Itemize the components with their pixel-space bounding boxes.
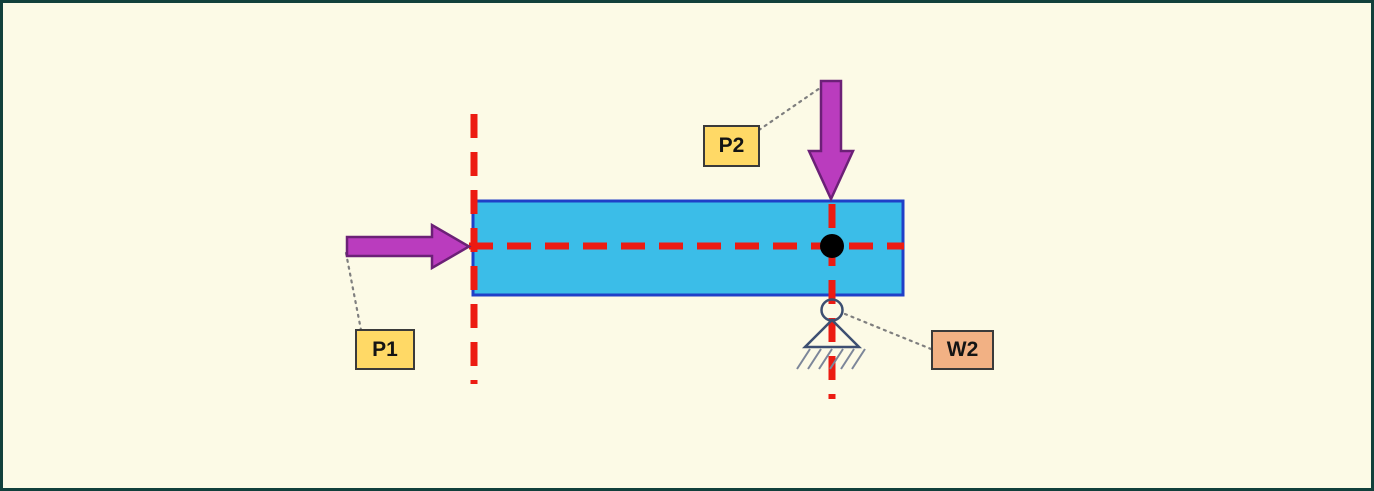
- support-hatching: [796, 348, 866, 370]
- label-p1: P1: [355, 329, 415, 370]
- beam-diagram: [344, 79, 933, 399]
- force-arrow-p2: [807, 79, 855, 203]
- label-w2: W2: [931, 330, 994, 370]
- p2-connector-line: [757, 86, 822, 132]
- w2-connector-line: [843, 312, 933, 351]
- force-arrow-p1: [345, 222, 472, 271]
- pin-support: [796, 298, 866, 370]
- label-p2: P2: [703, 125, 760, 167]
- support-triangle: [801, 318, 863, 349]
- load-point-dot: [820, 234, 844, 258]
- p1-connector-line: [344, 251, 363, 332]
